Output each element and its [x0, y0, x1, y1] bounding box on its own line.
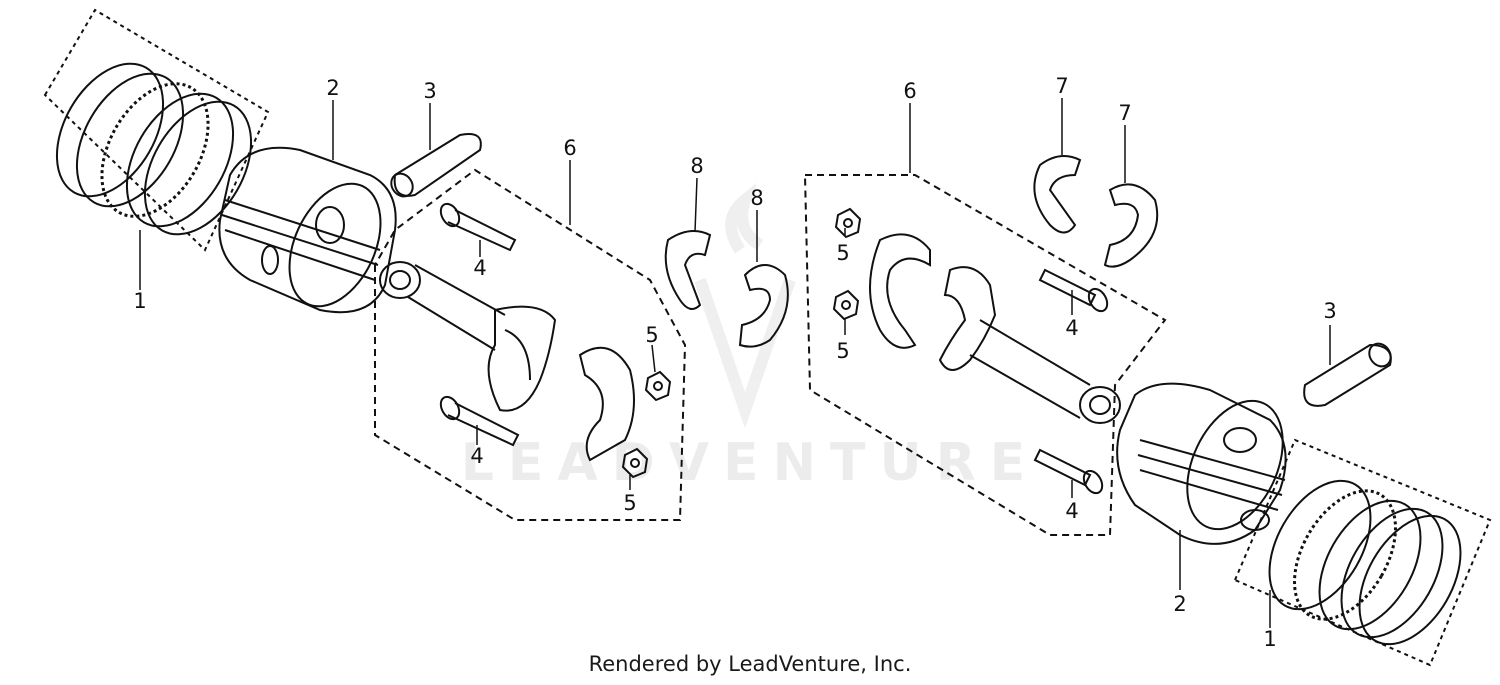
callout-left-nut-bottom: 5 [623, 491, 636, 515]
watermark: LEADVENTURE [461, 433, 1040, 493]
footer-credit: Rendered by LeadVenture, Inc. [588, 652, 912, 676]
callout-right-bolt-bottom: 4 [1065, 499, 1078, 523]
right-piston [1116, 382, 1287, 545]
left-nut-top [644, 370, 672, 402]
callout-right-pin: 3 [1323, 299, 1336, 323]
callout-right-bearing-a: 7 [1055, 74, 1068, 98]
left-piston-ring-set [43, 8, 270, 252]
callout-right-nut-bottom: 5 [836, 339, 849, 363]
left-bearing-shell-a [664, 230, 712, 310]
left-rod-bolt-top [439, 202, 517, 252]
right-piston-ring-set [1233, 438, 1492, 667]
watermark-logo [694, 182, 796, 429]
callout-left-bolt-top: 4 [473, 256, 486, 280]
right-bearing-shell-a [1033, 155, 1082, 234]
right-bearing-shell-b [1103, 183, 1159, 268]
left-bearing-shell-b [738, 264, 789, 348]
right-piston-pin [1303, 342, 1392, 407]
callout-right-group: 6 [903, 79, 916, 103]
callout-left-pin: 3 [423, 79, 436, 103]
callout-right-nut-top: 5 [836, 241, 849, 265]
callout-left-piston: 2 [326, 76, 339, 100]
left-connecting-rod [379, 261, 557, 412]
right-rod-bolt-bottom [1033, 448, 1104, 495]
callout-left-nut-top: 5 [645, 323, 658, 347]
left-piston-pin [390, 133, 482, 198]
callout-left-bearing-b: 8 [750, 186, 763, 210]
leader-lines [139, 98, 1331, 628]
callout-right-bolt-top: 4 [1065, 316, 1078, 340]
callout-right-bearing-b: 7 [1118, 101, 1131, 125]
right-conrod-group-outline [803, 174, 1167, 536]
callout-left-bolt-bottom: 4 [470, 444, 483, 468]
left-rod-cap [578, 346, 635, 462]
right-rod-bolt-top [1038, 268, 1109, 313]
left-rod-bolt-bottom [439, 395, 520, 447]
callout-left-group: 6 [563, 136, 576, 160]
left-piston [218, 146, 397, 314]
callout-left-bearing-a: 8 [690, 154, 703, 178]
right-nut-top [834, 207, 862, 239]
callout-left-rings: 1 [133, 289, 146, 313]
right-rod-cap [869, 233, 931, 349]
right-nut-bottom [832, 289, 860, 321]
callout-right-rings: 1 [1263, 627, 1276, 651]
right-connecting-rod [938, 266, 1121, 424]
callout-right-piston: 2 [1173, 592, 1186, 616]
left-nut-bottom [621, 447, 649, 479]
left-conrod-group-outline [374, 168, 687, 521]
